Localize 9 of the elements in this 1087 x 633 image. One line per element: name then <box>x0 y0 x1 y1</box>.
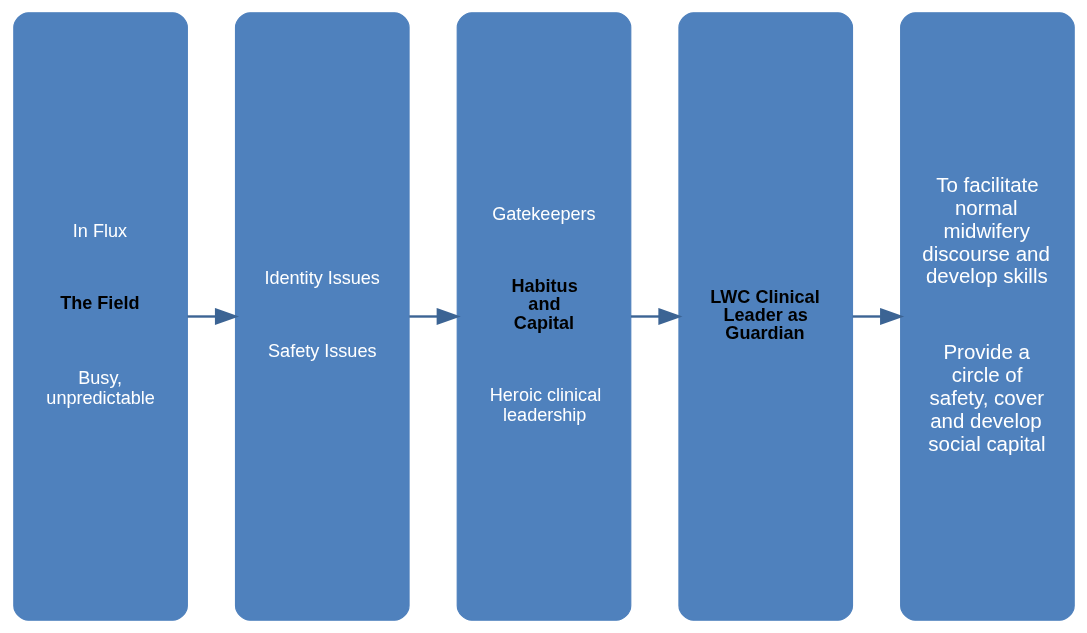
arrow <box>852 308 904 325</box>
arrow <box>408 308 461 325</box>
node-box: Gatekeepers Habitus and Capital Heroic clinical leadership <box>456 12 631 621</box>
node-box: LWC Clinical Leader as Guardian <box>677 12 853 621</box>
node-box: In Flux The Field Busy, unpredictable <box>12 12 188 621</box>
node-box: Identity Issues Safety Issues <box>234 12 410 621</box>
arrow <box>630 308 682 325</box>
arrow <box>187 308 239 325</box>
node-box: To facilitate normal midwifery discourse and develop skills Provide a circle of safety, cover and develop social capital <box>899 12 1075 621</box>
